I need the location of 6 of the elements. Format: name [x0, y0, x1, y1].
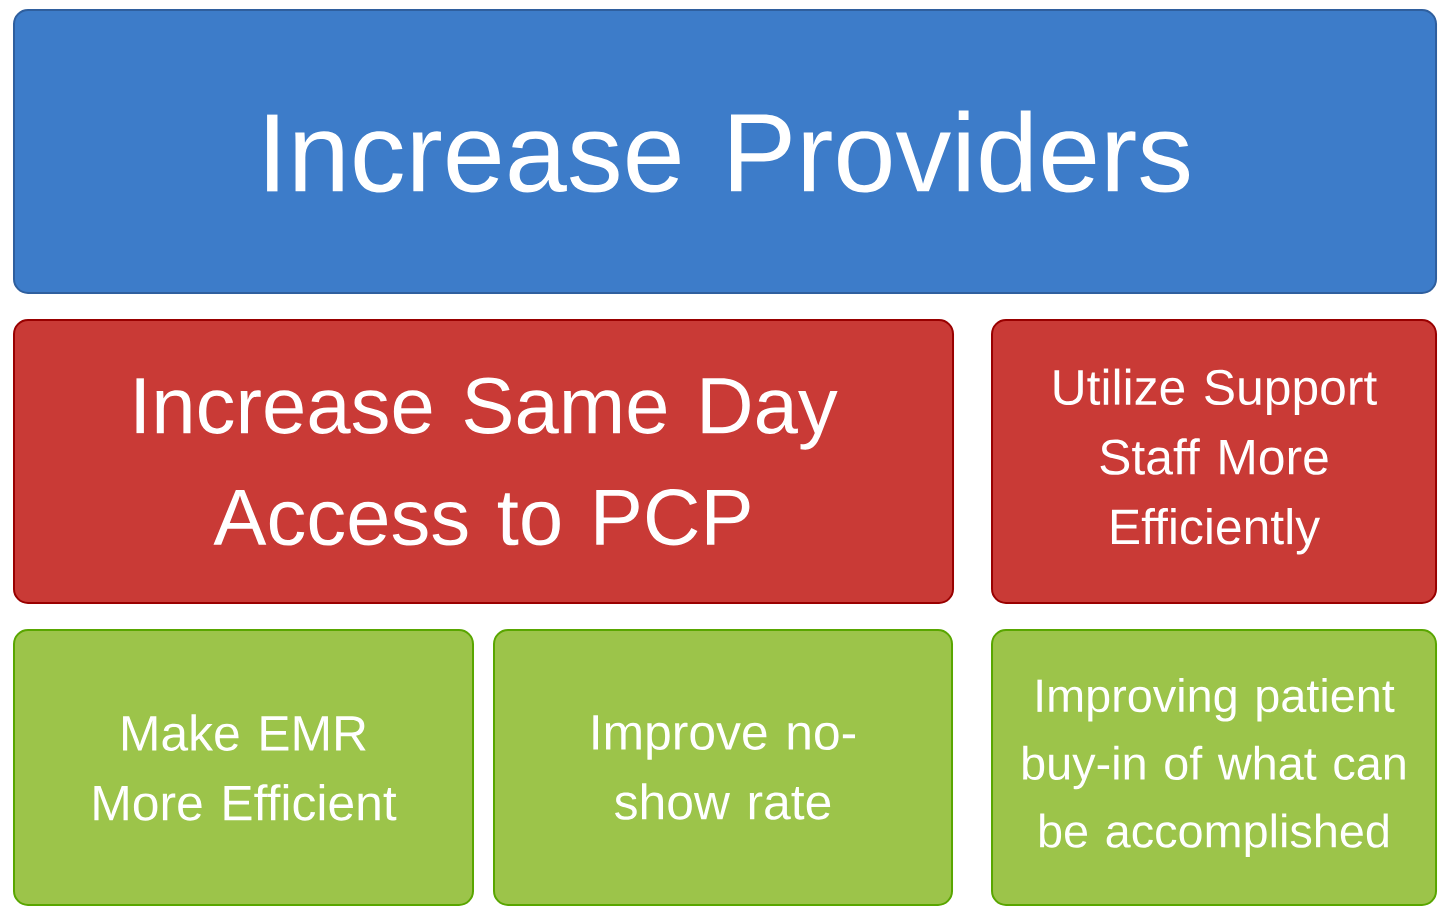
action-box: Make EMR More Efficient [13, 629, 474, 906]
goal-box: Increase Same Day Access to PCP [13, 319, 954, 604]
goal-box: Utilize Support Staff More Efficiently [991, 319, 1437, 604]
action-box: Improving patient buy-in of what can be accomplished [991, 629, 1437, 906]
heading-box: Increase Providers [13, 9, 1438, 294]
action-box: Improve no-show rate [493, 629, 953, 906]
